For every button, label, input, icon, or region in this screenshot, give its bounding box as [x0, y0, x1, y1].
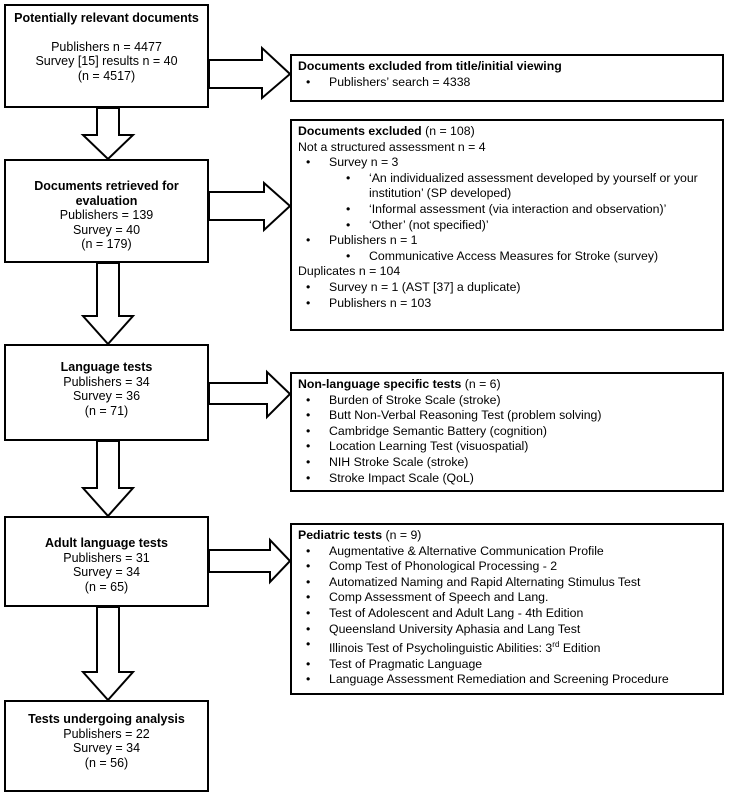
survey-count: Survey = 40 — [72, 222, 141, 237]
box-title: Non-language specific tests — [298, 377, 462, 391]
list-item: Augmentative & Alternative Communication… — [298, 544, 716, 560]
list-item: Location Learning Test (visuospatial) — [298, 439, 716, 455]
pediatric-count: (n = 9) — [385, 528, 422, 542]
list-item: Survey n = 3 — [298, 155, 716, 171]
survey-count: Survey = 34 — [72, 565, 141, 579]
right-arrow-3 — [208, 369, 292, 420]
list-item: Publishers n = 1 — [298, 233, 716, 249]
list-item: Cambridge Semantic Battery (cognition) — [298, 424, 716, 440]
publishers-count: Publishers = 139 — [59, 208, 154, 222]
publishers-count: Publishers = 22 — [63, 726, 150, 741]
non-language-count: (n = 6) — [464, 377, 501, 391]
box-title: Documents excluded from title/initial vi… — [298, 59, 562, 73]
total-count: (n = 65) — [84, 579, 129, 594]
list-item: ‘Other’ (not specified)’ — [298, 218, 716, 234]
box-title: Adult language tests — [45, 536, 168, 550]
survey-count: Survey = 34 — [72, 741, 141, 755]
list-item: Burden of Stroke Scale (stroke) — [298, 393, 716, 409]
list-item: Butt Non-Verbal Reasoning Test (problem … — [298, 408, 716, 424]
down-arrow-3 — [80, 440, 136, 518]
right-arrow-1 — [208, 45, 292, 101]
box-title: Documents excluded — [298, 124, 422, 138]
right-arrow-2 — [208, 180, 292, 233]
box-adult-language-tests: Adult language tests Publishers = 31 Sur… — [4, 516, 209, 607]
total-count: (n = 56) — [84, 755, 129, 770]
survey-count: Survey [15] results n = 40 — [35, 54, 178, 68]
list-item: Communicative Access Measures for Stroke… — [298, 249, 716, 265]
box-title: Potentially relevant documents — [14, 11, 199, 25]
box-title: Language tests — [60, 360, 153, 374]
list-item: Comp Assessment of Speech and Lang. — [298, 590, 716, 606]
list-item: Test of Adolescent and Adult Lang - 4th … — [298, 606, 716, 622]
excluded-count: (n = 108) — [425, 124, 475, 138]
list-item: Survey n = 1 (AST [37] a duplicate) — [298, 280, 716, 296]
list-item: Comp Test of Phonological Processing - 2 — [298, 559, 716, 575]
illinois-suffix: Edition — [559, 641, 601, 656]
publishers-count: Publishers n = 4477 — [51, 39, 162, 54]
box-language-tests: Language tests Publishers = 34 Survey = … — [4, 344, 209, 441]
list-item-continuation: institution’ (SP developed) — [369, 186, 512, 201]
down-arrow-2 — [80, 262, 136, 346]
illinois-prefix: Illinois Test of Psycholinguistic Abilit… — [329, 641, 553, 656]
list-item: ‘An individualized assessment developed … — [298, 171, 716, 187]
duplicates-line: Duplicates n = 104 — [298, 264, 401, 279]
box-excluded-title-viewing: Documents excluded from title/initial vi… — [290, 54, 724, 102]
list-item: ‘Informal assessment (via interaction an… — [298, 202, 716, 218]
list-item: Test of Pragmatic Language — [298, 657, 716, 673]
box-tests-undergoing-analysis: Tests undergoing analysis Publishers = 2… — [4, 700, 209, 792]
list-item: Illinois Test of Psycholinguistic Abilit… — [298, 637, 716, 657]
total-count: (n = 71) — [84, 403, 129, 418]
list-item: Queensland University Aphasia and Lang T… — [298, 622, 716, 638]
box-potentially-relevant: Potentially relevant documents Publisher… — [4, 4, 209, 108]
list-item: Automatized Naming and Rapid Alternating… — [298, 575, 716, 591]
box-documents-excluded: Documents excluded (n = 108) Not a struc… — [290, 119, 724, 331]
list-item: Stroke Impact Scale (QoL) — [298, 471, 716, 487]
total-count: (n = 179) — [81, 237, 132, 251]
box-title: Documents retrieved for evaluation — [34, 179, 179, 208]
list-item: NIH Stroke Scale (stroke) — [298, 455, 716, 471]
box-documents-retrieved: Documents retrieved for evaluation Publi… — [4, 159, 209, 263]
list-item: Publishers’ search = 4338 — [298, 75, 716, 91]
total-count: (n = 4517) — [77, 68, 136, 83]
down-arrow-4 — [80, 606, 136, 702]
box-non-language-tests: Non-language specific tests (n = 6) Burd… — [290, 372, 724, 492]
box-title: Pediatric tests — [298, 528, 383, 542]
publishers-count: Publishers = 34 — [63, 374, 150, 389]
list-item: Language Assessment Remediation and Scre… — [298, 672, 716, 688]
illinois-sup: rd — [552, 640, 560, 650]
down-arrow-1 — [80, 107, 136, 161]
list-item: Publishers n = 103 — [298, 296, 716, 312]
publishers-count: Publishers = 31 — [63, 550, 150, 565]
not-structured-line: Not a structured assessment n = 4 — [298, 139, 486, 154]
box-title: Tests undergoing analysis — [28, 712, 185, 726]
survey-count: Survey = 36 — [72, 389, 141, 403]
right-arrow-4 — [208, 537, 292, 585]
box-pediatric-tests: Pediatric tests (n = 9) Augmentative & A… — [290, 523, 724, 695]
